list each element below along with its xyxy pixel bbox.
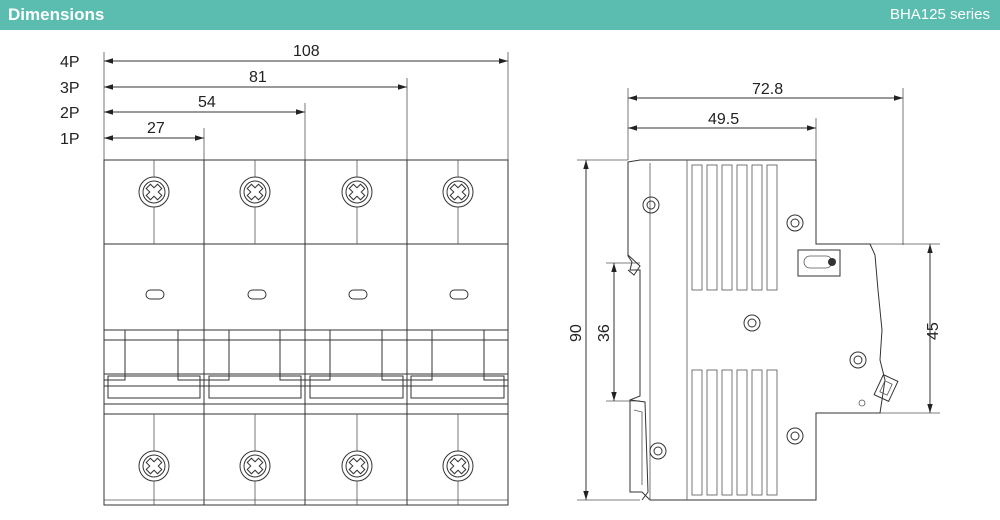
rivets [642,196,867,460]
front-height: 45 [925,322,942,340]
width-3p: 81 [249,69,267,86]
series-label: BHA125 series [889,6,990,23]
breaker-front-body [103,159,509,506]
screw-icon [341,176,373,208]
dimension-drawing: 4P 3P 2P 1P 108 81 54 27 [60,43,942,506]
side-view: 72.8 49.5 90 36 45 [568,81,942,501]
depth-dimensions: 72.8 49.5 [627,81,904,245]
handle-bar [103,329,509,405]
pole-label-1p: 1P [60,131,80,148]
screw-icon [239,176,271,208]
height-dimensions: 90 36 45 [568,159,942,501]
rail-height: 36 [596,324,613,342]
breaker-side-body [627,159,899,501]
screw-icon [239,450,271,482]
overall-depth: 72.8 [752,81,783,98]
screw-icon [442,176,474,208]
header-bar: Dimensions BHA125 series [0,0,1000,30]
width-dimensions [103,52,509,160]
total-height: 90 [568,324,585,342]
screw-icon [442,450,474,482]
screw-icon [138,450,170,482]
width-values: 108 81 54 27 [147,43,320,137]
cooling-ribs [691,164,778,496]
terminal-screws [138,160,474,505]
pole-labels: 4P 3P 2P 1P [60,54,80,148]
inner-depth: 49.5 [708,111,739,128]
width-1p: 27 [147,120,165,137]
width-2p: 54 [198,94,216,111]
screw-icon [341,450,373,482]
page-title: Dimensions [8,5,105,24]
front-view: 4P 3P 2P 1P 108 81 54 27 [60,43,509,506]
handle-window [797,249,899,403]
pole-label-2p: 2P [60,105,80,122]
width-4p: 108 [293,43,320,60]
pole-label-4p: 4P [60,54,80,71]
pole-label-3p: 3P [60,80,80,97]
screw-icon [138,176,170,208]
